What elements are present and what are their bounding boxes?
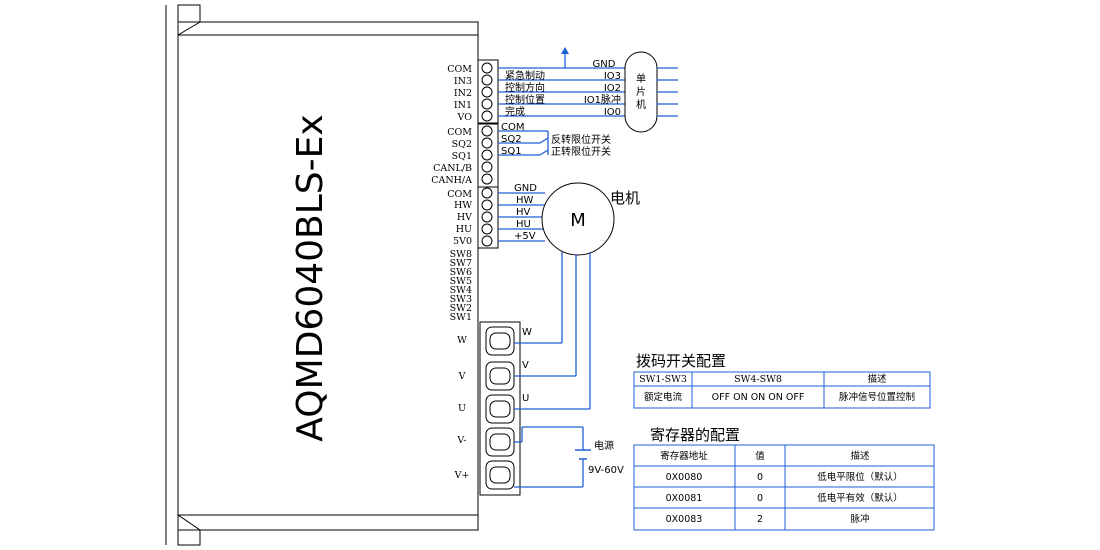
mcu-label-2: 机	[636, 98, 646, 111]
reg-cell-0-1: 0	[757, 472, 763, 483]
dip-cell-1: OFF ON ON ON OFF	[712, 392, 805, 403]
terminal-com-1: COM	[447, 64, 472, 75]
terminal-sq1: SQ1	[452, 151, 472, 162]
terminal-hw: HW	[454, 200, 472, 211]
dip-header-1: SW4-SW8	[734, 374, 782, 385]
power-label: 电源	[594, 439, 614, 452]
driver-body: AQMD6040BLS-Ex	[165, 4, 479, 546]
power-terminal-u: U	[458, 403, 466, 414]
hall-label-2: HV	[516, 207, 531, 218]
reg-cell-2-1: 2	[757, 514, 763, 525]
hall-label-3: HU	[516, 219, 531, 230]
switch-sw1: SW1	[450, 312, 472, 323]
terminal-hu: HU	[456, 224, 472, 235]
io-right-0: IO3	[604, 71, 621, 82]
register-table: 寄存器的配置 寄存器地址 值 描述 0X0080 0 低电平限位（默认） 0X0…	[633, 426, 935, 531]
limit-wires	[498, 130, 549, 156]
phase-label-u: U	[522, 393, 529, 404]
mcu-block: 单 片 机	[624, 51, 678, 133]
terminal-circles	[481, 62, 493, 247]
limit-right-2: 正转限位开关	[551, 145, 611, 158]
hall-label-1: HW	[516, 195, 534, 206]
battery-icon	[575, 449, 591, 460]
phase-label-w: W	[522, 327, 532, 338]
limit-right-1: 反转限位开关	[551, 133, 611, 146]
reg-cell-1-0: 0X0081	[666, 493, 703, 504]
terminal-vo: VO	[457, 112, 473, 123]
terminal-in3: IN3	[454, 76, 472, 87]
dip-table-title: 拨码开关配置	[636, 352, 726, 370]
phase-wires	[514, 252, 591, 410]
power-terminal-vplus: V+	[454, 470, 470, 481]
reg-header-2: 描述	[850, 450, 870, 462]
io-left-2: 控制位置	[505, 93, 545, 106]
terminal-hv: HV	[457, 212, 472, 223]
limit-left-2: SQ1	[501, 146, 522, 157]
motor-label: 电机	[610, 189, 640, 207]
terminal-labels: COM IN3 IN2 IN1 VO COM SQ2 SQ1 CANL/B CA…	[431, 64, 472, 481]
phase-label-v: V	[522, 360, 529, 371]
hall-label-4: +5V	[514, 231, 536, 242]
io-left-3: 完成	[505, 105, 525, 118]
switch-sw7: SW7	[450, 258, 472, 269]
reg-cell-0-2: 低电平限位（默认）	[817, 471, 903, 483]
hall-label-0: GND	[514, 183, 537, 194]
io-right-2: IO1脉冲	[584, 93, 621, 106]
dip-header-0: SW1-SW3	[639, 374, 687, 385]
reg-cell-1-2: 低电平有效（默认）	[817, 492, 903, 504]
switch-sw3: SW3	[450, 294, 472, 305]
terminal-in1: IN1	[454, 100, 472, 111]
dip-table: 拨码开关配置 SW1-SW3 SW4-SW8 描述 额定电流 OFF ON ON…	[633, 352, 931, 409]
io-right-3: IO0	[604, 107, 621, 118]
reg-header-0: 寄存器地址	[660, 450, 708, 462]
reg-cell-2-0: 0X0083	[666, 514, 703, 525]
reg-cell-1-1: 0	[757, 493, 763, 504]
switch-sw2: SW2	[450, 303, 472, 314]
hall-wires	[498, 192, 545, 242]
power-terminal-v: V	[458, 371, 466, 382]
power-supply-wires	[514, 426, 584, 488]
dip-cell-2: 脉冲信号位置控制	[839, 391, 915, 403]
terminal-in2: IN2	[454, 88, 472, 99]
limit-left-1: SQ2	[501, 134, 522, 145]
terminal-canl: CANL/B	[433, 163, 472, 174]
reg-cell-0-0: 0X0080	[666, 472, 703, 483]
motor: M 电机	[541, 182, 640, 256]
power-terminal-block	[479, 321, 521, 496]
power-terminal-w: W	[457, 335, 467, 346]
dip-header-2: 描述	[867, 373, 887, 385]
gnd-label-top: GND	[593, 59, 616, 70]
terminal-canh: CANH/A	[431, 175, 472, 186]
limit-left-0: COM	[501, 122, 524, 133]
io-wires	[498, 52, 625, 117]
power-range: 9V-60V	[588, 465, 624, 476]
driver-model: AQMD6040BLS-Ex	[290, 114, 331, 441]
dip-cell-0: 额定电流	[644, 391, 683, 403]
terminal-com-2: COM	[447, 127, 472, 138]
reg-header-1: 值	[755, 450, 765, 462]
reg-table-title: 寄存器的配置	[650, 426, 740, 444]
mcu-label-0: 单	[636, 73, 646, 85]
reg-cell-2-2: 脉冲	[850, 513, 869, 525]
switch-sw5: SW5	[450, 276, 472, 287]
terminal-sq2: SQ2	[452, 139, 472, 150]
terminal-com-3: COM	[447, 189, 472, 200]
motor-symbol: M	[570, 210, 586, 231]
mcu-label-1: 片	[636, 85, 646, 98]
power-terminal-vminus: V-	[456, 435, 466, 446]
io-left-0: 紧急制动	[505, 69, 545, 82]
io-left-1: 控制方向	[505, 81, 545, 94]
ground-arrow-icon	[561, 47, 569, 54]
switch-sw6: SW6	[450, 267, 472, 278]
io-right-1: IO2	[604, 83, 621, 94]
switch-sw8: SW8	[450, 249, 472, 260]
switch-sw4: SW4	[450, 285, 472, 296]
terminal-5v0: 5V0	[453, 236, 472, 247]
